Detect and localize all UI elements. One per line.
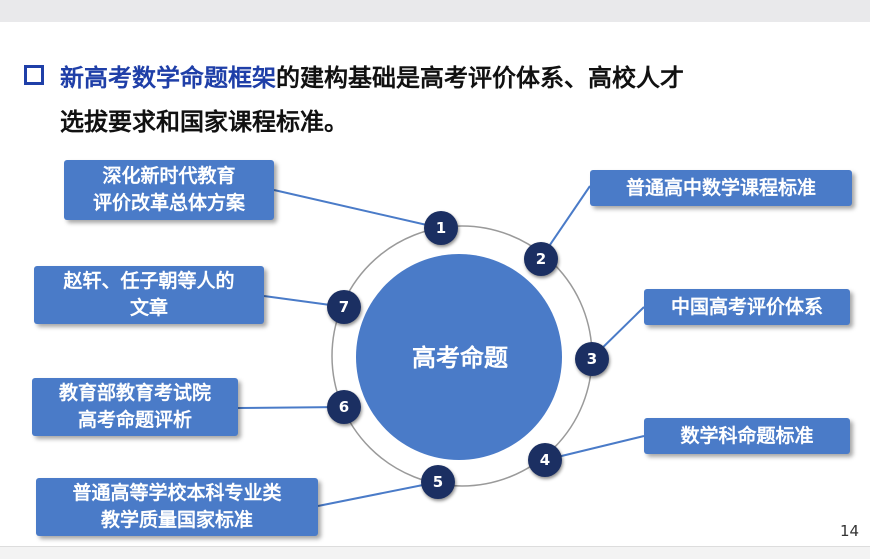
node-number-1: 1 — [424, 211, 458, 245]
node-label-3-line1: 中国高考评价体系 — [670, 295, 823, 318]
node-label-1-line2: 评价改革总体方案 — [92, 192, 245, 214]
node-number-5: 5 — [421, 465, 455, 499]
center-circle — [356, 254, 562, 460]
node-label-4-line1: 数学科命题标准 — [680, 424, 814, 447]
node-label-5: 普通高等学校本科专业类 教学质量国家标准 — [36, 478, 318, 536]
heading-line2: 选拔要求和国家课程标准。 — [60, 108, 348, 136]
top-bar — [0, 0, 870, 22]
node-label-7: 赵轩、任子朝等人的 文章 — [34, 266, 264, 324]
node-label-2-line1: 普通高中数学课程标准 — [625, 176, 816, 199]
node-number-7: 7 — [327, 290, 361, 324]
node-label-2: 普通高中数学课程标准 — [590, 170, 852, 206]
slide-heading: 新高考数学命题框架的建构基础是高考评价体系、高校人才 选拔要求和国家课程标准。 — [24, 56, 844, 144]
center-label: 高考命题 — [412, 344, 508, 372]
node-number-6: 6 — [327, 390, 361, 424]
connector-1 — [273, 189, 441, 229]
node-label-3: 中国高考评价体系 — [644, 289, 850, 325]
node-number-3: 3 — [575, 342, 609, 376]
node-label-5-line2: 教学质量国家标准 — [100, 509, 253, 531]
node-number-2: 2 — [524, 242, 558, 276]
node-label-6-line1: 教育部教育考试院 — [58, 382, 211, 404]
node-label-1-line1: 深化新时代教育 — [102, 165, 236, 187]
node-label-6-line2: 高考命题评析 — [77, 409, 192, 431]
node-label-1: 深化新时代教育 评价改革总体方案 — [64, 160, 274, 220]
node-label-7-line2: 文章 — [129, 297, 168, 319]
node-label-7-line1: 赵轩、任子朝等人的 — [63, 270, 235, 292]
connector-5 — [317, 481, 439, 507]
node-label-4: 数学科命题标准 — [644, 418, 850, 454]
node-number-4: 4 — [528, 443, 562, 477]
heading-accent: 新高考数学命题框架 — [60, 64, 276, 92]
node-label-5-line1: 普通高等学校本科专业类 — [72, 482, 282, 504]
page-number: 14 — [840, 522, 860, 540]
node-label-6: 教育部教育考试院 高考命题评析 — [32, 378, 238, 436]
heading-line1: 的建构基础是高考评价体系、高校人才 — [276, 64, 684, 92]
square-bullet-icon — [24, 65, 44, 85]
bottom-strip — [0, 546, 870, 559]
